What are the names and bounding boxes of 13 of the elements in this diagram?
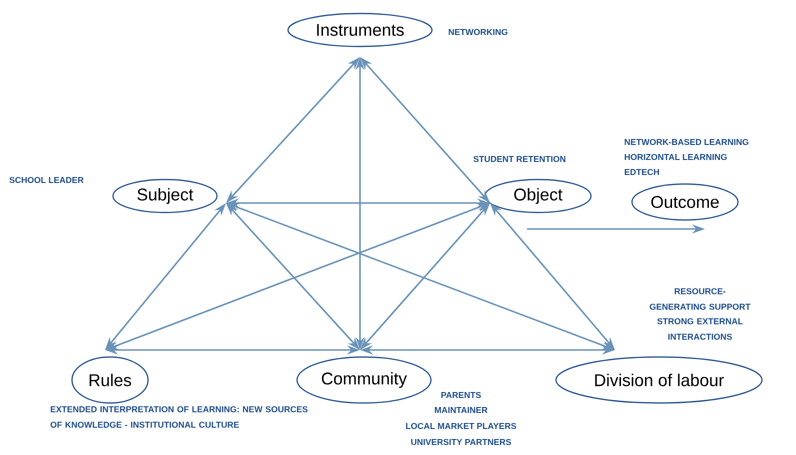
annotation-text: EDTECH (624, 168, 659, 176)
annotation-text: NETWORKING (448, 28, 508, 36)
annotation-text: PARENTS (441, 392, 481, 398)
annotation-text: RESOURCE-GENERATING SUPPORT (650, 288, 750, 310)
annotation-text: STRONG EXTERNAL INTERACTIONS (657, 318, 743, 340)
annotation-text: STUDENT RETENTION (473, 156, 566, 162)
annotation-text: UNIVERSITY PARTNERS (411, 438, 511, 446)
annotation-text: EXTENDED INTERPRETATION OF LEARNING: NEW SOURCES OF KNOWLEDGE - INSTITUTIONAL CULTURE (50, 406, 308, 428)
annotation-text: SCHOOL LEADER (9, 176, 84, 184)
annotation-text: LOCAL MARKET PLAYERS (406, 422, 516, 430)
annotation-text: HORIZONTAL LEARNING (624, 154, 727, 160)
annotation-text: NETWORK-BASED LEARNING (624, 138, 748, 146)
annotation-text: MAINTAINER (434, 407, 488, 413)
